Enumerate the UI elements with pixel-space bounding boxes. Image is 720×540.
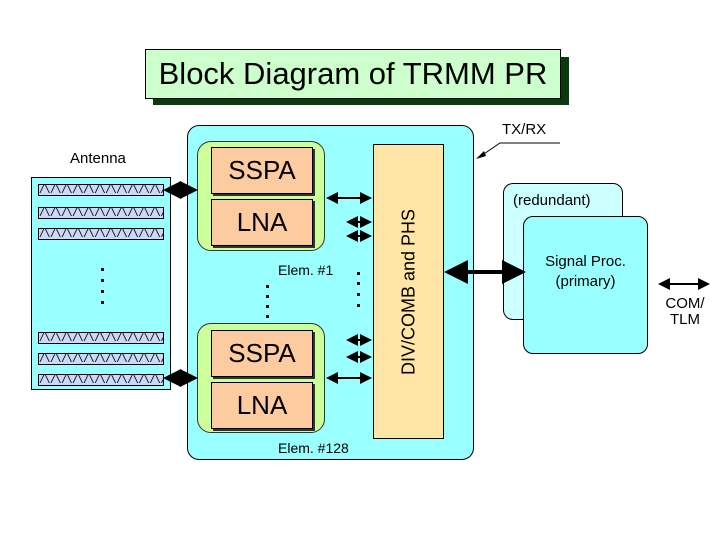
lna-block: LNA [211,199,313,246]
divcomb-phs-block: DIV/COMB and PHS [373,144,444,439]
com-tlm-label: COM/ TLM [655,296,715,328]
ellipsis-dot [101,290,104,293]
redundant-label: (redundant) [513,192,591,209]
ellipsis-dot [101,301,104,304]
ellipsis-dot [266,285,269,288]
signal-proc-line2: (primary) [555,273,616,290]
ellipsis-dot [101,279,104,282]
lna-block: LNA [211,382,313,429]
ellipsis-dot [266,295,269,298]
antenna-row: /\/\/\/\/\/\/\/\/\/\/\/\ [38,228,164,240]
antenna-row: /\/\/\/\/\/\/\/\/\/\/\/\ [38,332,164,344]
ellipsis-dot [357,272,360,275]
signal-proc-line1: Signal Proc. [545,253,626,270]
tlm-line: TLM [670,311,700,328]
antenna-label: Antenna [70,150,126,167]
signal-proc-primary [523,216,648,354]
element-label: Elem. #1 [278,262,334,278]
com-line: COM/ [665,295,705,312]
ellipsis-dot [266,315,269,318]
element-label: Elem. #128 [278,440,349,456]
ellipsis-dot [357,293,360,296]
antenna-row: /\/\/\/\/\/\/\/\/\/\/\/\ [38,353,164,365]
antenna-row: /\/\/\/\/\/\/\/\/\/\/\/\ [38,207,164,219]
ellipsis-dot [357,282,360,285]
txrx-label: TX/RX [502,121,547,138]
diagram-title: Block Diagram of TRMM PR [145,49,561,99]
ellipsis-dot [101,268,104,271]
antenna-row: /\/\/\/\/\/\/\/\/\/\/\/\ [38,184,164,196]
sspa-block: SSPA [211,330,313,377]
ellipsis-dot [266,305,269,308]
signal-proc-label: Signal Proc. (primary) [523,252,648,292]
txrx-pointer-head [476,151,486,159]
sspa-block: SSPA [211,147,313,194]
ellipsis-dot [357,304,360,307]
txrx-pointer [477,142,560,159]
